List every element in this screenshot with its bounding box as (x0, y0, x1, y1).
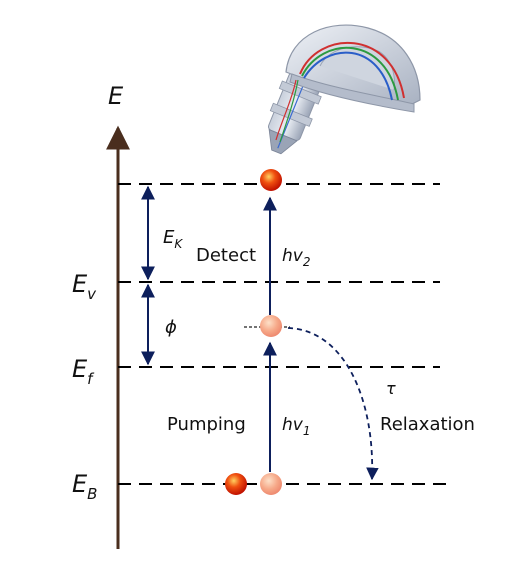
electron-ground-hole (260, 473, 282, 495)
relaxation-label: Relaxation (380, 414, 475, 435)
electron-excited (260, 315, 282, 337)
pumping-label: Pumping (167, 414, 246, 435)
level-label-eb: EB (72, 470, 97, 503)
phi-label: ϕ (165, 317, 177, 338)
electron-ground (225, 473, 247, 495)
electron-detected (260, 169, 282, 191)
relaxation-curve (287, 327, 379, 481)
ek-label: EK (163, 227, 183, 251)
level-label-ev: Ev (72, 270, 97, 303)
detect-label: Detect (196, 245, 256, 266)
axis-label-e: E (108, 82, 124, 110)
tau-label: τ (386, 379, 396, 398)
hv1-label: hv1 (282, 415, 310, 438)
hv2-label: hv2 (282, 246, 310, 269)
electron-analyzer-illustration (267, 24, 421, 155)
level-label-ef: Ef (72, 355, 95, 388)
